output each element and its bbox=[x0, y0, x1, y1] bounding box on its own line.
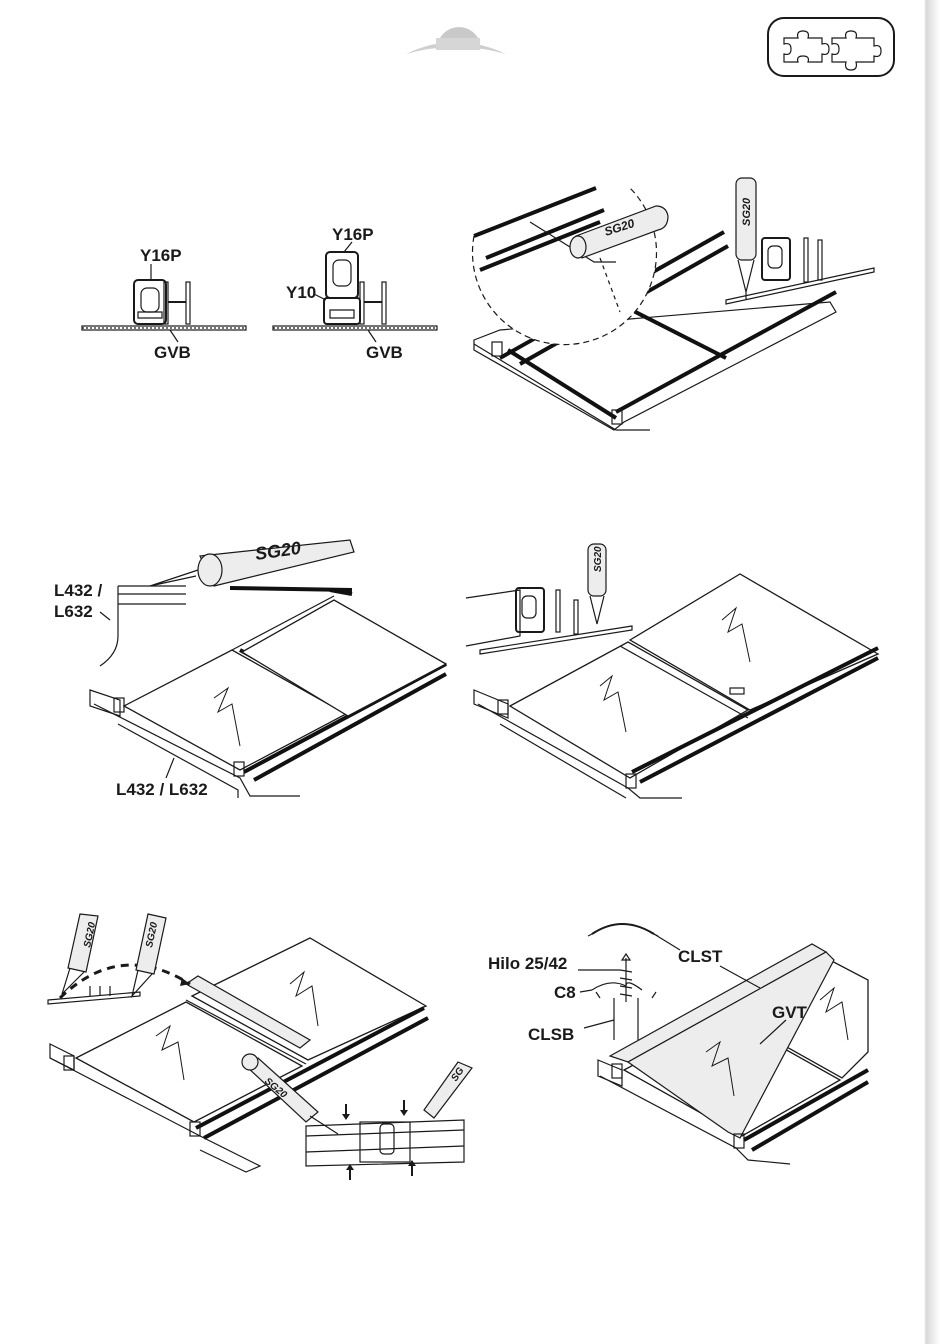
logo-arc-icon bbox=[406, 27, 506, 54]
profile-section-b: Y16P Y10 GVB bbox=[273, 225, 437, 362]
sealant-tube-p3: SG20 bbox=[150, 538, 354, 586]
label-l432-l632: L432 / L632 bbox=[116, 780, 208, 799]
tube-label-sg20-p4: SG20 bbox=[593, 546, 604, 572]
label-y10: Y10 bbox=[286, 283, 316, 302]
label-gvt: GVT bbox=[772, 1003, 808, 1022]
sealant-tube-p5b: SG20 bbox=[132, 914, 166, 996]
label-l432-line1: L432 / bbox=[54, 581, 102, 600]
label-gvb-b: GVB bbox=[366, 343, 403, 362]
label-gvb-a: GVB bbox=[154, 343, 191, 362]
tube-label-sg20-p2b: SG20 bbox=[741, 197, 753, 226]
glazing-panel: SG20 bbox=[466, 544, 878, 798]
instruction-sheet: Y16P GVB Y16P Y10 GVB bbox=[0, 0, 920, 1344]
sealant-tube-p5a: SG20 bbox=[62, 914, 98, 994]
puzzle-icon bbox=[768, 18, 894, 76]
cap-fixing-panel: Hilo 25/42 C8 CLSB CLST GVT bbox=[488, 924, 868, 1164]
sealant-tube-p5d: SG bbox=[424, 1062, 472, 1118]
label-hilo: Hilo 25/42 bbox=[488, 954, 567, 973]
sealant-tube-vertical: SG20 bbox=[726, 178, 874, 304]
profile-section-a: Y16P GVB bbox=[82, 246, 246, 362]
label-y16p-a: Y16P bbox=[140, 246, 182, 265]
sealant-tube-p4: SG20 bbox=[588, 544, 606, 624]
label-y16p-b: Y16P bbox=[332, 225, 374, 244]
label-l432-line2: L632 bbox=[54, 602, 93, 621]
label-c8: C8 bbox=[554, 983, 576, 1002]
edge-profile-panel: L432 / L632 L432 / L632 SG20 bbox=[54, 538, 446, 799]
label-clsb: CLSB bbox=[528, 1025, 574, 1044]
joint-sealing-panel: SG20 SG20 SG20 SG bbox=[48, 914, 472, 1180]
label-clst: CLST bbox=[678, 947, 723, 966]
frame-sealant-panel: SG20 SG20 bbox=[472, 178, 874, 430]
